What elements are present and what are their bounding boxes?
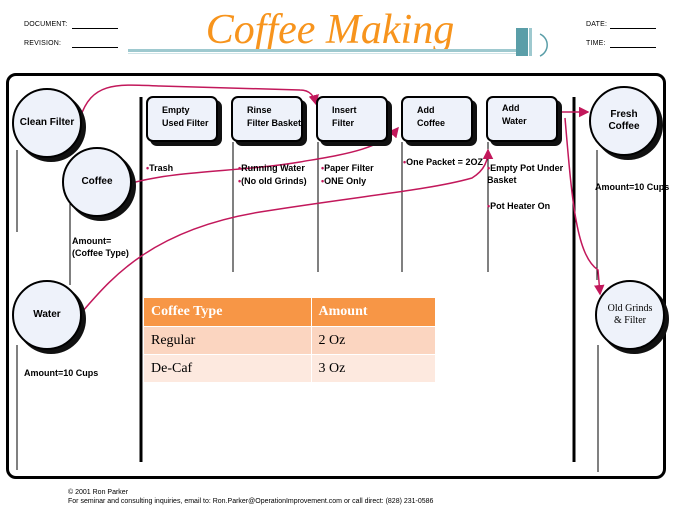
step-insert-filter: Insert Filter <box>316 96 388 142</box>
table-row: De-Caf 3 Oz <box>144 354 437 382</box>
title-underline <box>128 28 548 57</box>
page-title: Coffee Making <box>205 7 455 53</box>
table-cell: 3 Oz <box>311 354 437 382</box>
header-coffee-type: Coffee Type <box>144 298 312 327</box>
revision-label: REVISION: <box>24 40 62 47</box>
time-label: TIME: <box>586 40 606 47</box>
contact-text: For seminar and consulting inquiries, em… <box>68 498 434 505</box>
note-trash: •Trash <box>146 163 174 173</box>
water-node: Water <box>12 280 82 350</box>
note-one-only: •ONE Only <box>321 176 367 186</box>
step-rinse-filter-basket: Rinse Filter Basket <box>231 96 303 142</box>
bullet-icon: • <box>321 163 325 173</box>
table-row: Regular 2 Oz <box>144 326 437 355</box>
clean-filter-label: Clean Filter <box>19 117 75 128</box>
water-amount-note: Amount=10 Cups <box>24 368 99 378</box>
coffee-label: Coffee <box>81 176 113 187</box>
bullet-icon: • <box>403 157 407 167</box>
bullet-icon: • <box>321 176 325 186</box>
bullet-icon: • <box>238 163 242 173</box>
step-add-coffee: Add Coffee <box>401 96 473 142</box>
table-cell: De-Caf <box>144 354 312 382</box>
table-header-row: Coffee Type Amount <box>144 298 437 327</box>
bullet-icon: • <box>238 176 242 186</box>
note-empty-pot: •Empty Pot Under Basket <box>487 163 564 185</box>
date-field[interactable] <box>610 28 656 29</box>
bullet-icon: • <box>146 163 150 173</box>
fresh-coffee-label: Fresh Coffee <box>608 109 640 132</box>
bullet-icon: • <box>487 201 491 211</box>
header-amount: Amount <box>311 298 437 327</box>
water-label: Water <box>33 309 61 320</box>
old-grinds-label: Old Grinds & Filter <box>607 303 653 326</box>
process-frame <box>6 73 666 479</box>
document-label: DOCUMENT: <box>24 21 68 28</box>
clean-filter-node: Clean Filter <box>12 88 82 158</box>
revision-field[interactable] <box>72 47 118 48</box>
table-cell: 2 Oz <box>311 326 437 355</box>
step-add-water: Add Water <box>486 96 558 142</box>
bullet-icon: • <box>487 163 491 173</box>
note-no-old-grinds: •(No old Grinds) <box>238 176 307 186</box>
note-pot-heater: •Pot Heater On <box>487 201 551 211</box>
fresh-coffee-amount-note: Amount=10 Cups <box>595 182 670 192</box>
coffee-node: Coffee <box>62 147 132 217</box>
document-field[interactable] <box>72 28 118 29</box>
old-grinds-node: Old Grinds & Filter <box>595 280 665 350</box>
note-running-water: •Running Water <box>238 163 305 173</box>
fresh-coffee-node: Fresh Coffee <box>589 86 659 156</box>
date-label: DATE: <box>586 21 608 28</box>
copyright-text: © 2001 Ron Parker <box>68 489 129 496</box>
step-empty-used-filter: Empty Used Filter <box>146 96 218 142</box>
table-cell: Regular <box>144 326 312 355</box>
time-field[interactable] <box>610 47 656 48</box>
note-paper-filter: •Paper Filter <box>321 163 374 173</box>
note-one-packet: •One Packet = 2OZ <box>403 157 483 167</box>
coffee-amount-note: Amount= (Coffee Type) <box>72 236 129 258</box>
coffee-type-table: Coffee Type Amount Regular 2 Oz De-Caf 3… <box>144 298 437 382</box>
